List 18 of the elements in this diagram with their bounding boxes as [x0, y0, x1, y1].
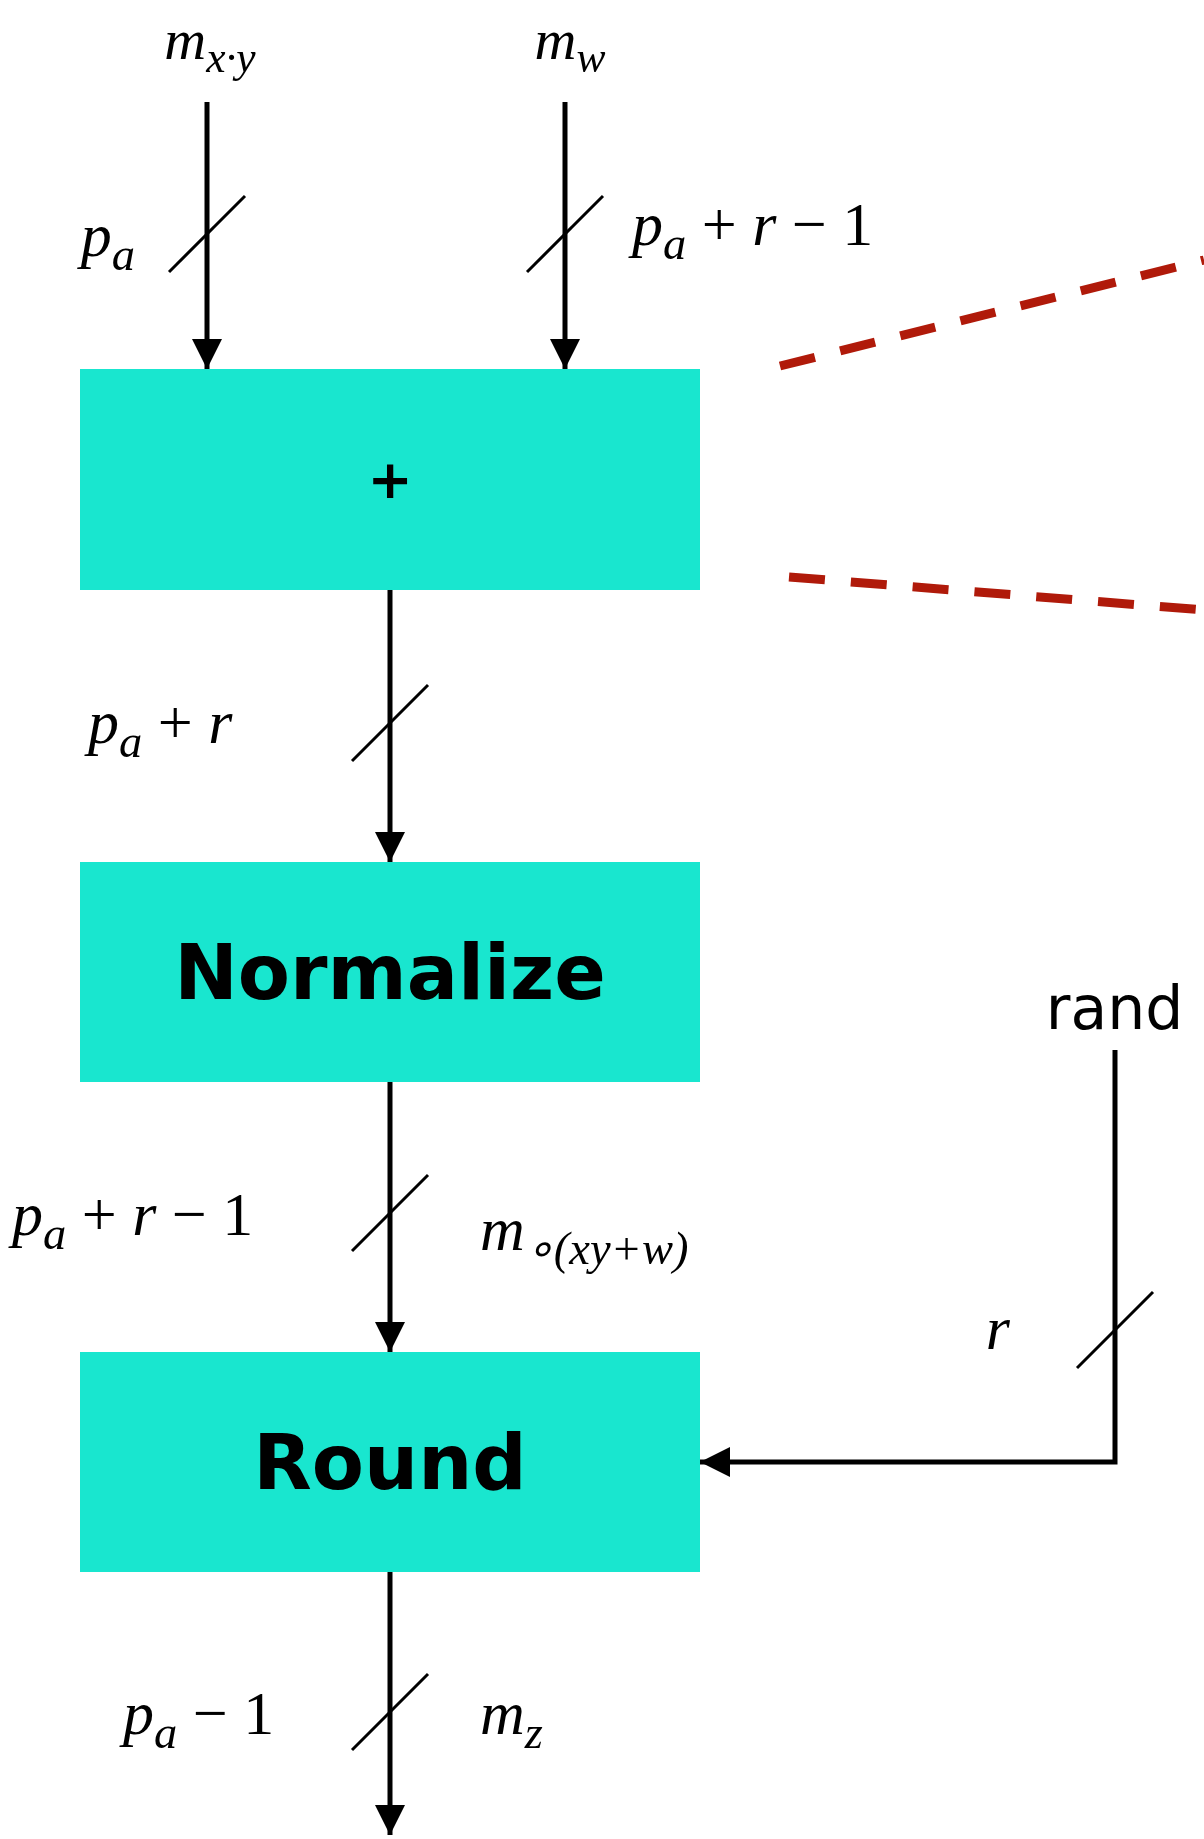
process-box — [80, 862, 700, 1082]
box-label: Normalize — [174, 927, 606, 1017]
bus-width-label: m$_{z}$ — [480, 1682, 543, 1757]
arrow — [192, 102, 222, 369]
arrow — [375, 1572, 405, 1835]
bus-width-label: r — [985, 1297, 1010, 1359]
arrow — [375, 1082, 405, 1352]
arrow — [375, 590, 405, 862]
signal-name: rand — [1045, 972, 1184, 1043]
process-box — [80, 369, 700, 590]
signal-name: m$_{w}$ — [534, 10, 606, 80]
process-box — [80, 1352, 700, 1572]
arrow — [550, 102, 580, 369]
box-label: Round — [253, 1417, 527, 1507]
bus-width-label: m$_{∘(xy+w)}$ — [480, 1198, 689, 1273]
arrow — [700, 1050, 1118, 1477]
signal-name: m$_{x·y}$ — [164, 10, 256, 80]
box-label: + — [367, 448, 413, 511]
